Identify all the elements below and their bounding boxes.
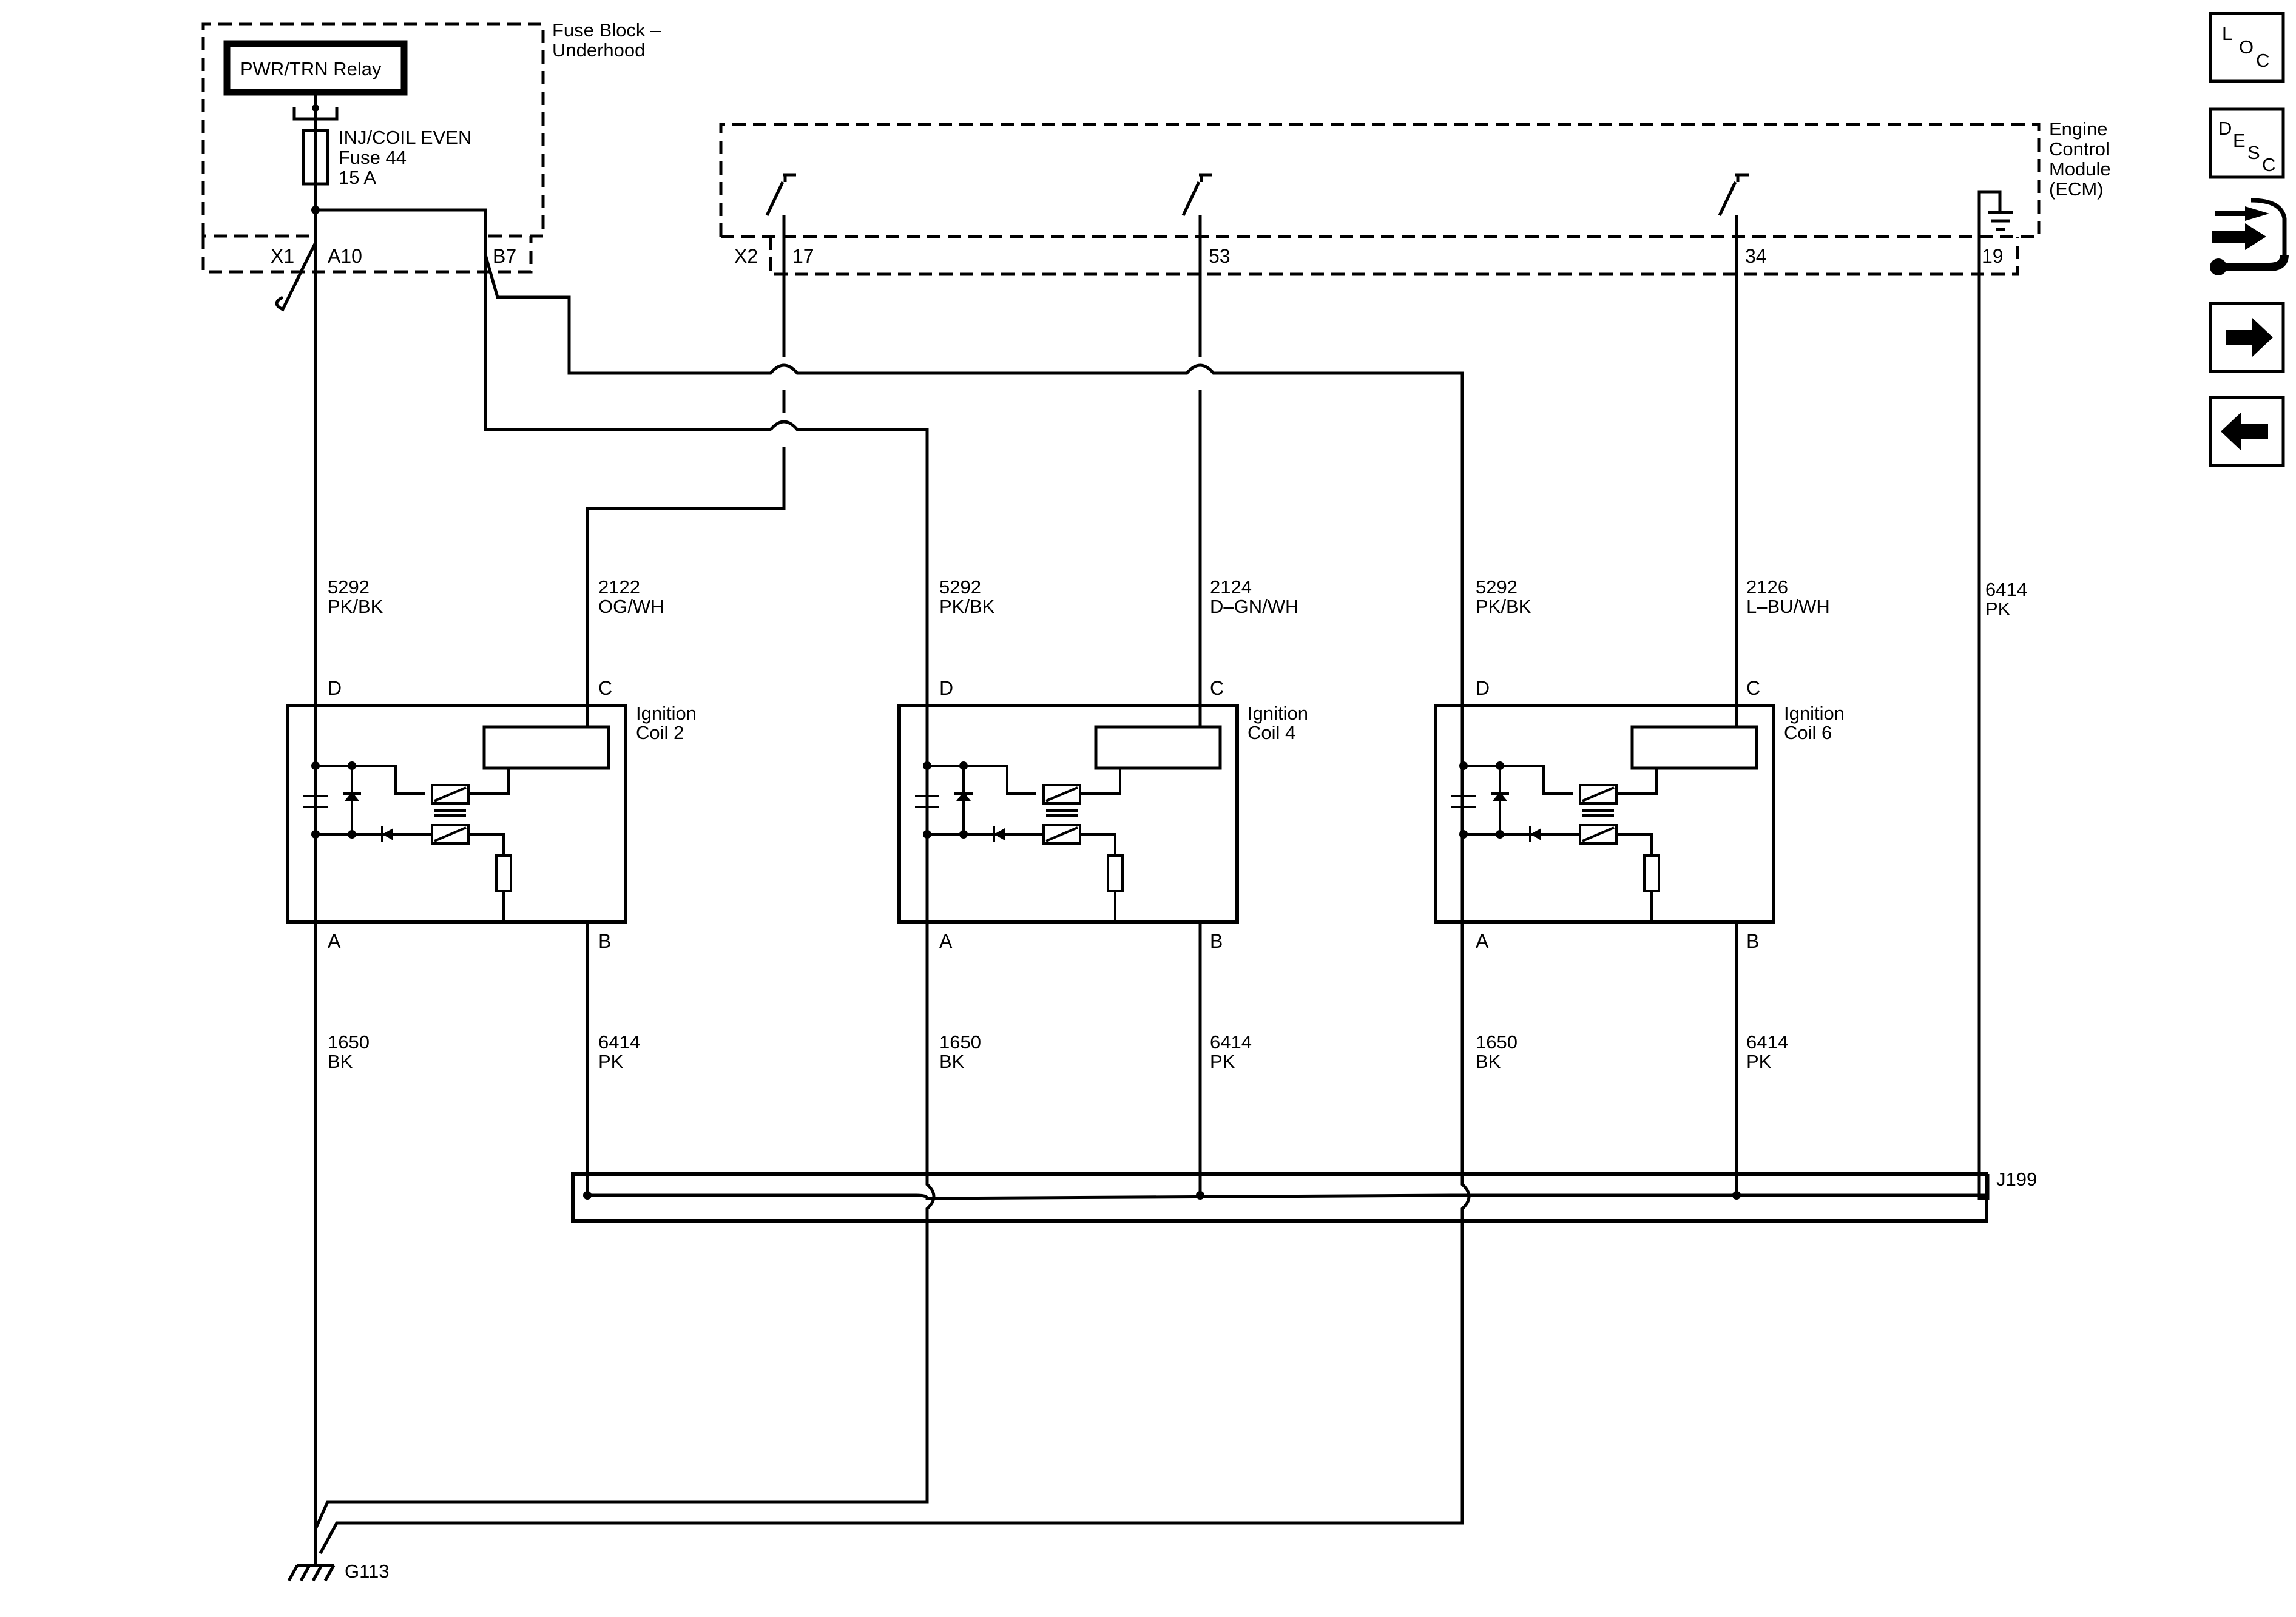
splice-label: J199 — [1996, 1169, 2037, 1190]
coil-4-pin-a: A — [939, 930, 953, 952]
prev-arrow-icon — [2221, 412, 2268, 451]
coil-2-pin-d: D — [328, 677, 342, 699]
coil-2-wire-b-color: PK — [598, 1051, 624, 1072]
svg-text:C: C — [2262, 154, 2275, 175]
coil-4-pin-d: D — [939, 677, 953, 699]
coil-6-name-2: Coil 6 — [1784, 722, 1832, 743]
ecm-pin-19: 19 — [1982, 245, 2004, 267]
prev-button[interactable] — [2209, 396, 2285, 467]
coil-4-pin-c: C — [1210, 677, 1224, 699]
ecm-title-4: (ECM) — [2049, 178, 2104, 200]
connector-tools-button[interactable] — [2210, 198, 2289, 275]
ecm-ground-wire-color: PK — [1985, 598, 2011, 619]
next-arrow-icon — [2226, 318, 2273, 357]
coil-2-pin-a: A — [328, 930, 341, 952]
ecm-pin-53: 53 — [1209, 245, 1231, 267]
coil-6-wire-d-color: PK/BK — [1476, 596, 1531, 617]
coil-4-wire-b-num: 6414 — [1210, 1031, 1252, 1053]
loc-button[interactable]: L O C — [2209, 12, 2285, 83]
coil-6-wire-b-num: 6414 — [1746, 1031, 1788, 1053]
pin-a10: A10 — [328, 245, 362, 267]
engine-control-module: Engine Control Module (ECM) X2 17 53 34 … — [719, 118, 2111, 276]
coil-4-pin-b: B — [1210, 930, 1223, 952]
coil-4-wire-c-num: 2124 — [1210, 576, 1252, 598]
splice-j199: J199 — [571, 1169, 2037, 1223]
coil-6-wire-c-num: 2126 — [1746, 576, 1788, 598]
coil-2-pin-b: B — [598, 930, 611, 952]
coil-6-pin-b: B — [1746, 930, 1759, 952]
pin-b7: B7 — [493, 245, 516, 267]
ignition-coil-4: Ignition Coil 4 D C A B 5292 PK/BK 2124 … — [897, 576, 1308, 1072]
coil-6-wire-a-num: 1650 — [1476, 1031, 1518, 1053]
ecm-title-1: Engine — [2049, 118, 2108, 140]
fuse-label-3: 15 A — [339, 167, 376, 188]
coil-6-wire-a-color: BK — [1476, 1051, 1501, 1072]
ecm-pin-17: 17 — [792, 245, 814, 267]
coil-2-wire-a-color: BK — [328, 1051, 353, 1072]
fuse-block-title-2: Underhood — [552, 39, 645, 61]
fuse-label-1: INJ/COIL EVEN — [339, 127, 471, 148]
coil-2-name-2: Coil 2 — [636, 722, 684, 743]
coil-4-name-2: Coil 4 — [1248, 722, 1295, 743]
svg-text:C: C — [2256, 50, 2269, 71]
ground-label: G113 — [345, 1561, 390, 1582]
svg-text:L: L — [2222, 23, 2232, 44]
fuse-block-title-1: Fuse Block – — [552, 19, 661, 41]
ecm-title-2: Control — [2049, 138, 2110, 160]
connector-x2: X2 — [734, 245, 758, 267]
coil-2-wire-a-num: 1650 — [328, 1031, 370, 1053]
relay-label: PWR/TRN Relay — [240, 58, 382, 79]
coil-6-name-1: Ignition — [1784, 703, 1845, 724]
fuse-label-2: Fuse 44 — [339, 147, 407, 168]
connector-x1: X1 — [271, 245, 294, 267]
coil-2-name-1: Ignition — [636, 703, 697, 724]
coil-2-wire-c-color: OG/WH — [598, 596, 664, 617]
coil-6-pin-c: C — [1746, 677, 1760, 699]
connector-tools-icon — [2210, 198, 2289, 275]
coil-6-pin-a: A — [1476, 930, 1489, 952]
coil-4-name-1: Ignition — [1248, 703, 1308, 724]
coil-2-wire-d-color: PK/BK — [328, 596, 383, 617]
coil-6-wire-b-color: PK — [1746, 1051, 1772, 1072]
coil-4-wire-a-color: BK — [939, 1051, 965, 1072]
ignition-coil-6: Ignition Coil 6 D C A B 5292 PK/BK 2126 … — [1434, 576, 1845, 1072]
loc-icon: L O C — [2222, 23, 2269, 71]
coil-2-wire-b-num: 6414 — [598, 1031, 640, 1053]
coil-4-wire-d-num: 5292 — [939, 576, 981, 598]
coil-6-pin-d: D — [1476, 677, 1490, 699]
ignition-coil-2: Ignition Coil 2 D C A B 5292 PK/BK 2122 … — [286, 576, 697, 1072]
svg-text:S: S — [2247, 142, 2260, 163]
coil-4-wire-d-color: PK/BK — [939, 596, 995, 617]
coil-4-wire-a-num: 1650 — [939, 1031, 981, 1053]
ecm-pin-34: 34 — [1745, 245, 1767, 267]
desc-icon: D E S C — [2218, 118, 2275, 175]
svg-text:E: E — [2233, 130, 2246, 151]
ground-g113: G113 — [287, 1559, 390, 1582]
fuse-block-underhood: Fuse Block – Underhood PWR/TRN Relay INJ… — [201, 19, 661, 312]
coil-4-wire-c-color: D–GN/WH — [1210, 596, 1298, 617]
ecm-title-3: Module — [2049, 158, 2111, 180]
coil-6-wire-c-color: L–BU/WH — [1746, 596, 1830, 617]
coil-2-pin-c: C — [598, 677, 612, 699]
next-button[interactable] — [2209, 302, 2285, 373]
desc-button[interactable]: D E S C — [2209, 107, 2285, 179]
coil-6-wire-d-num: 5292 — [1476, 576, 1518, 598]
wires — [314, 208, 1990, 1559]
coil-2-wire-c-num: 2122 — [598, 576, 640, 598]
svg-text:O: O — [2239, 36, 2254, 58]
ecm-ground-wire-num: 6414 — [1985, 579, 2027, 600]
coil-4-wire-b-color: PK — [1210, 1051, 1235, 1072]
svg-text:D: D — [2218, 118, 2232, 139]
coil-2-wire-d-num: 5292 — [328, 576, 370, 598]
